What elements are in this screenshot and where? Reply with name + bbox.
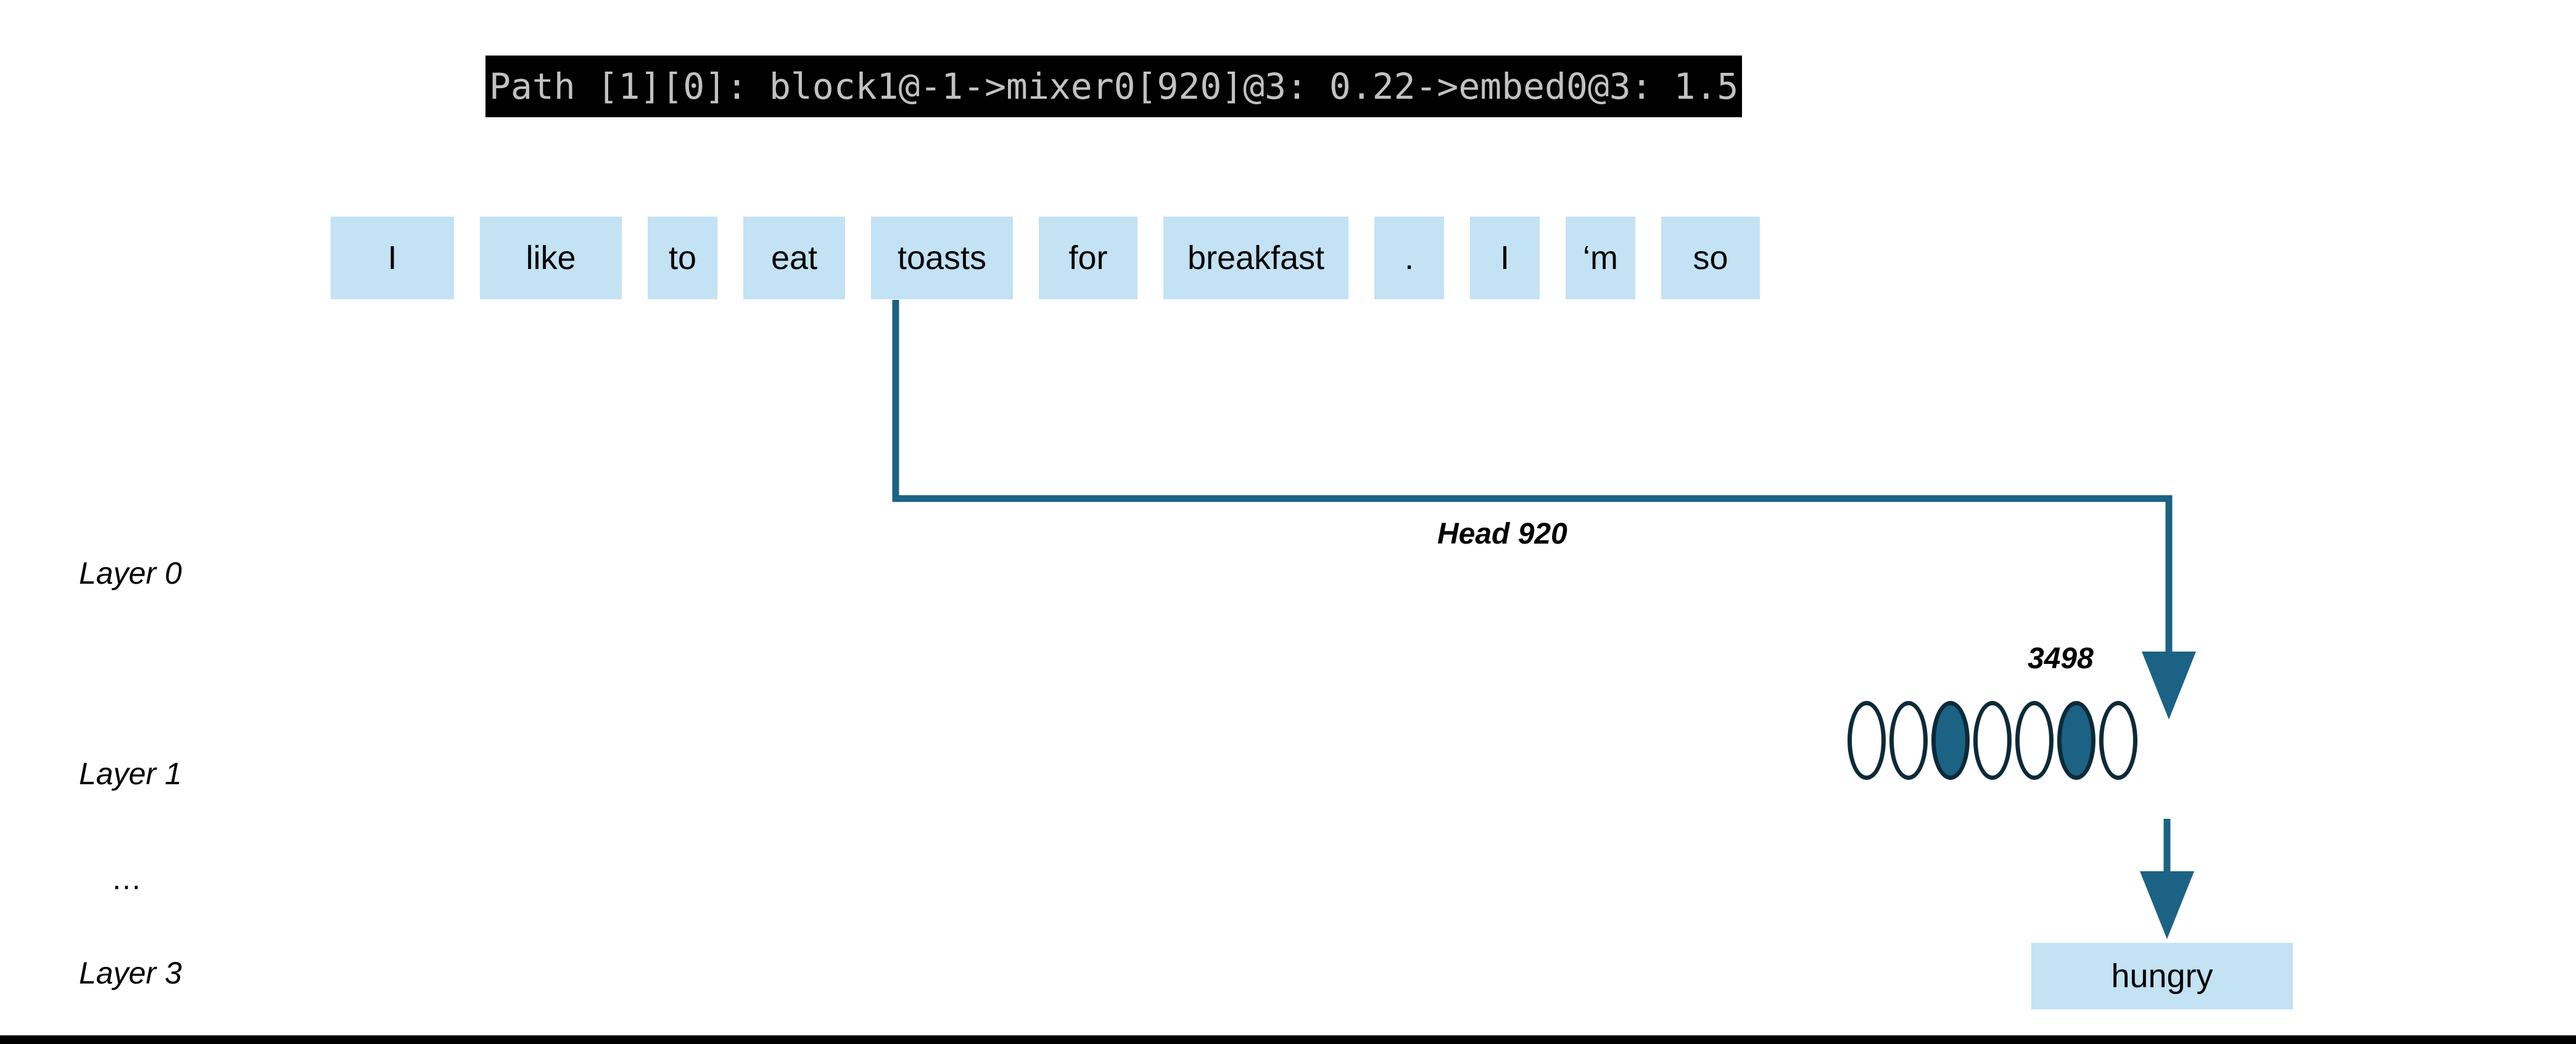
token-label: so xyxy=(1693,239,1728,276)
head-connector-path xyxy=(892,300,2196,719)
token-box-8[interactable]: I xyxy=(1470,217,1540,299)
token-box-7[interactable]: . xyxy=(1374,217,1444,299)
token-label: toasts xyxy=(897,239,987,276)
token-box-5[interactable]: for xyxy=(1039,217,1137,299)
token-box-1[interactable]: like xyxy=(480,217,622,299)
token-box-2[interactable]: to xyxy=(648,217,717,299)
layer-label-1: Layer 1 xyxy=(79,756,182,791)
token-box-9[interactable]: ‘m xyxy=(1566,217,1635,299)
neuron-3[interactable] xyxy=(1973,701,2012,780)
output-token-box[interactable]: hungry xyxy=(2031,943,2293,1009)
layer-label-0: Layer 0 xyxy=(79,556,182,590)
path-banner: Path [1][0]: block1@-1->mixer0[920]@3: 0… xyxy=(485,56,1743,117)
neuron-5[interactable] xyxy=(2057,701,2095,780)
token-label: breakfast xyxy=(1187,239,1325,276)
token-label: for xyxy=(1068,239,1108,276)
token-box-0[interactable]: I xyxy=(331,217,454,299)
neuron-4[interactable] xyxy=(2015,701,2054,780)
token-box-3[interactable]: eat xyxy=(743,217,845,299)
token-strip: I like to eat toasts for breakfast . I ‘… xyxy=(331,217,1760,299)
output-token-label: hungry xyxy=(2111,958,2213,995)
token-box-4[interactable]: toasts xyxy=(871,217,1013,299)
neuron-row xyxy=(1847,701,2137,780)
token-label: . xyxy=(1404,239,1414,276)
bottom-rule xyxy=(0,1035,2576,1044)
neuron-2[interactable] xyxy=(1931,701,1970,780)
token-label: eat xyxy=(770,239,818,276)
neuron-1[interactable] xyxy=(1889,701,1928,780)
token-box-6[interactable]: breakfast xyxy=(1163,217,1348,299)
token-label: I xyxy=(1500,239,1509,276)
layer-label-ellipsis: … xyxy=(111,861,144,896)
token-box-10[interactable]: so xyxy=(1661,217,1760,299)
neuron-6[interactable] xyxy=(2099,701,2137,780)
neuron-0[interactable] xyxy=(1847,701,1886,780)
layer-label-3: Layer 3 xyxy=(79,956,182,990)
neuron-annotation: 3498 xyxy=(2028,642,2094,675)
token-label: like xyxy=(526,239,576,276)
token-label: ‘m xyxy=(1583,239,1618,276)
token-label: I xyxy=(387,239,397,276)
head-annotation: Head 920 xyxy=(1437,518,1567,550)
token-label: to xyxy=(668,239,697,276)
